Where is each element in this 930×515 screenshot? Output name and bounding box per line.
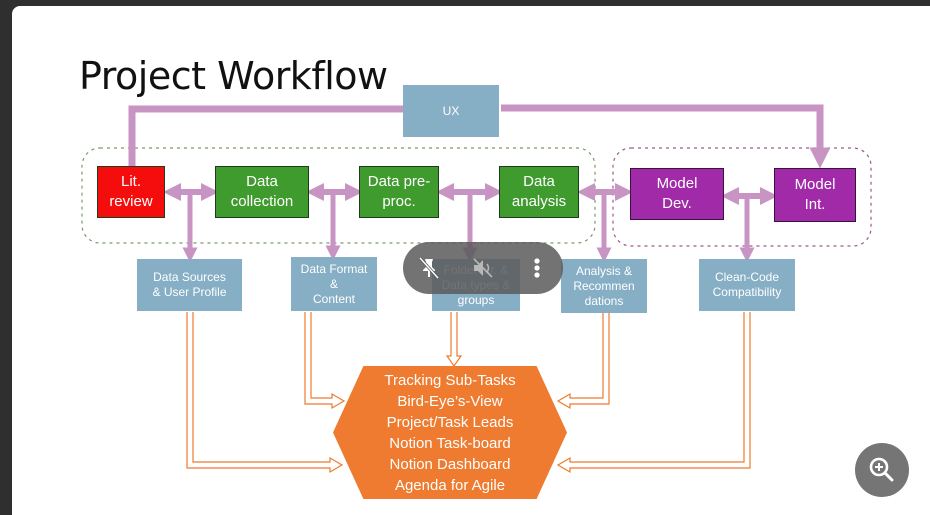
info-data-format: Data Format & Content: [291, 257, 377, 311]
tracking-item: Agenda for Agile: [394, 477, 506, 494]
model-group: [612, 147, 872, 247]
tracking-item: Tracking Sub-Tasks: [384, 372, 516, 389]
mute-icon[interactable]: [469, 254, 497, 282]
tracking-item: Notion Dashboard: [389, 456, 511, 473]
zoom-in-button[interactable]: [855, 443, 909, 497]
tracking-hexagon: [333, 366, 567, 499]
stage-data-preproc: Data pre- proc.: [359, 166, 439, 218]
stage-lit-review: Lit. review: [97, 166, 165, 218]
tracking-item: Notion Task-board: [389, 435, 511, 452]
zoom-in-icon: [869, 457, 894, 482]
pin-off-icon[interactable]: [415, 254, 443, 282]
stage-data-analysis: Data analysis: [499, 166, 579, 218]
tracking-list: Tracking Sub-Tasks Bird-Eye’s-View Proje…: [333, 370, 567, 496]
media-controls-overlay: [403, 242, 563, 294]
stage-model-dev: Model Dev.: [630, 168, 724, 220]
stage-data-collection: Data collection: [215, 166, 309, 218]
slide-title: Project Workflow: [79, 54, 388, 98]
ux-connector: [128, 104, 831, 169]
ux-box: UX: [403, 85, 499, 137]
stage-model-int: Model Int.: [774, 168, 856, 222]
info-clean-code: Clean-Code Compatibility: [699, 259, 795, 311]
tracking-item: Project/Task Leads: [386, 414, 514, 431]
presentation-slide: Project Workflow: [12, 6, 930, 515]
info-data-sources: Data Sources & User Profile: [137, 259, 242, 311]
info-analysis-recommendations: Analysis & Recommen dations: [561, 259, 647, 313]
more-vertical-icon[interactable]: [523, 254, 551, 282]
hexagon-arrows: [186, 312, 751, 474]
tracking-item: Bird-Eye’s-View: [397, 393, 503, 410]
